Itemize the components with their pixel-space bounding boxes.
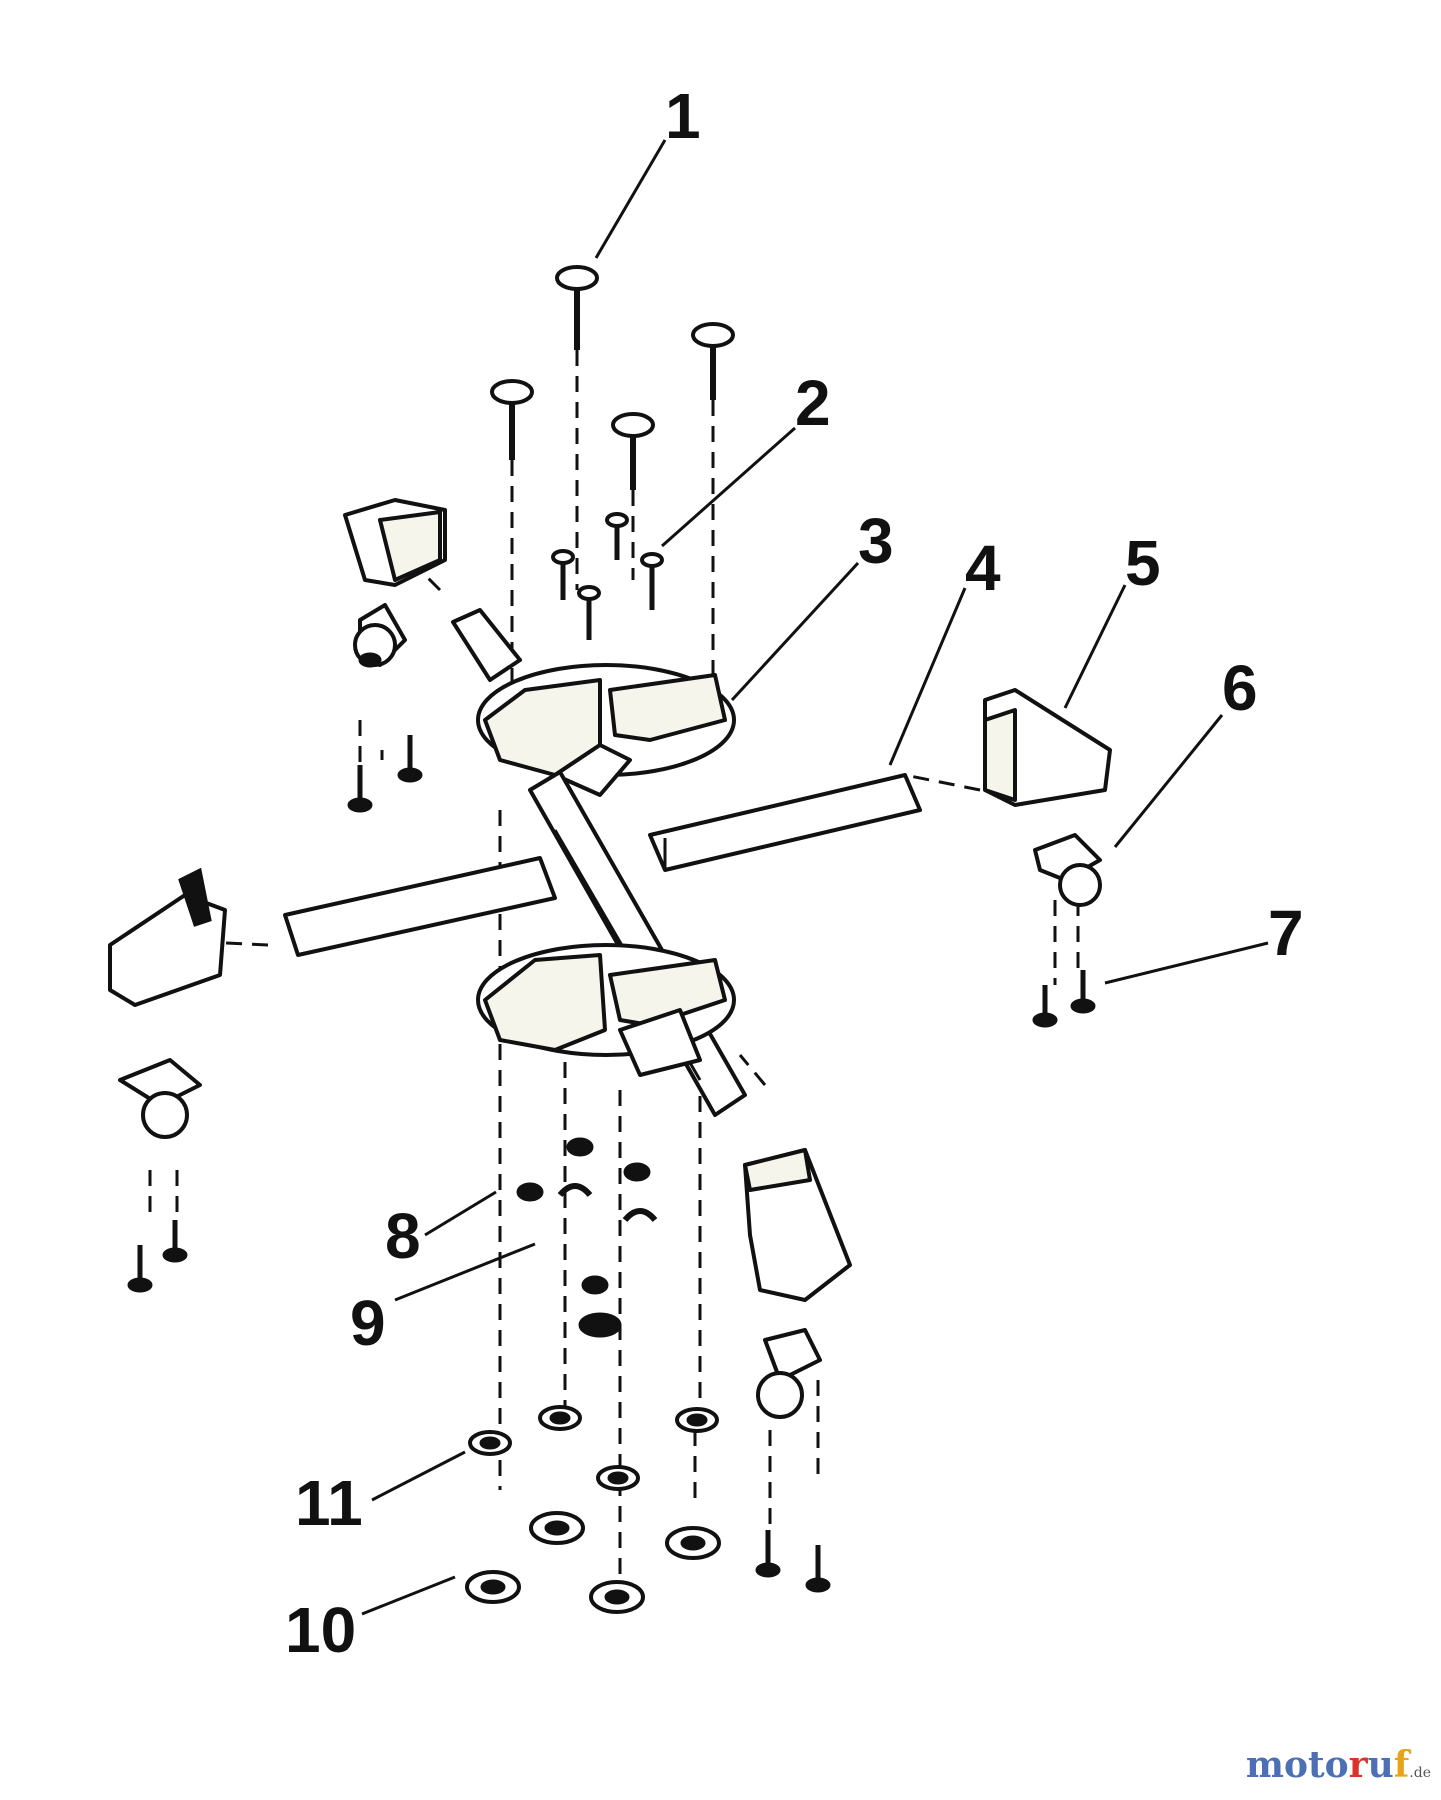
callout-10: 10 (285, 1575, 456, 1666)
short-screws (551, 512, 664, 640)
end-cap-right (983, 688, 1112, 807)
clips-and-washers (516, 1137, 658, 1338)
callout-2: 2 (661, 367, 831, 548)
end-cap-bottom (743, 1148, 852, 1302)
arm-right (648, 773, 922, 872)
caster-bottom (756, 1328, 822, 1419)
callout-7: 7 (1104, 897, 1304, 985)
callout-5: 5 (1063, 527, 1161, 709)
lower-hub (476, 943, 736, 1077)
end-cap-top-left (343, 498, 447, 587)
arm-left (283, 856, 557, 957)
callout-8: 8 (385, 1190, 497, 1272)
svg-text:2: 2 (795, 367, 831, 439)
svg-text:4: 4 (965, 532, 1001, 604)
callout-3: 3 (730, 505, 894, 702)
svg-text:6: 6 (1222, 652, 1258, 724)
washers-item-11 (468, 1405, 719, 1491)
svg-text:8: 8 (385, 1200, 421, 1272)
callout-4: 4 (888, 532, 1001, 766)
nuts-item-10 (465, 1511, 721, 1614)
callout-1: 1 (594, 80, 701, 259)
end-cap-left (108, 867, 227, 1007)
caster-left (118, 1058, 202, 1139)
svg-text:11: 11 (295, 1467, 363, 1539)
svg-text:5: 5 (1125, 527, 1161, 599)
callout-6: 6 (1113, 652, 1258, 848)
svg-text:9: 9 (350, 1287, 386, 1359)
svg-text:1: 1 (665, 80, 701, 152)
assembly-guide-lines (148, 350, 1080, 1580)
caster-screws (127, 735, 1096, 1593)
caster-top-left (353, 603, 407, 668)
svg-text:10: 10 (285, 1594, 356, 1666)
callout-9: 9 (350, 1242, 536, 1359)
long-screws (490, 265, 735, 490)
upper-hub (476, 663, 736, 797)
svg-text:3: 3 (858, 505, 894, 577)
site-watermark: motoruf.de (1245, 1744, 1431, 1786)
callout-11: 11 (295, 1450, 466, 1539)
caster-right (1033, 833, 1102, 907)
svg-text:7: 7 (1268, 897, 1304, 969)
